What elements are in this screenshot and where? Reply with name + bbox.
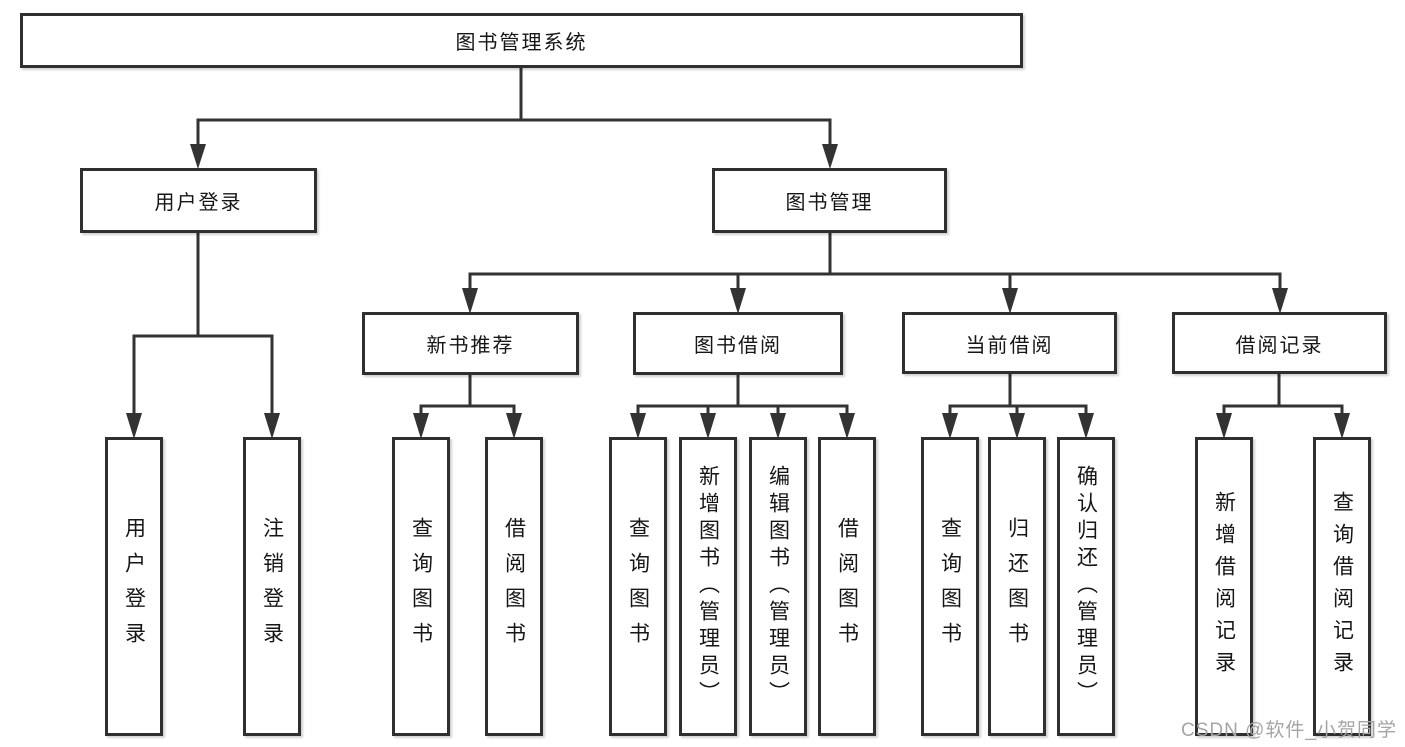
leaf-label: 新增图书（管理员） [696,465,720,708]
leaf-confirm-return-admin: 确认归还（管理员） [1057,437,1115,736]
arrowhead [1002,288,1018,314]
leaf-label: 查询图书 [409,516,433,657]
arrowhead [413,413,429,439]
leaf-query-books-3: 查询图书 [921,437,979,736]
connector-root-to-level2 [190,68,838,169]
leaf-label: 借阅图书 [835,516,859,657]
node-borrowing-records: 借阅记录 [1172,312,1387,374]
connector-new-book-rec-to-leaves [413,374,522,439]
leaf-label: 新增借阅记录 [1212,490,1236,683]
arrowhead [839,413,855,439]
leaf-return-book: 归还图书 [988,437,1046,736]
arrowhead [1334,413,1350,439]
arrowhead [190,144,206,169]
leaf-label: 编辑图书（管理员） [766,465,790,708]
arrowhead [700,413,716,439]
connector-book-mgmt-to-level3 [462,231,1288,314]
arrowhead [126,413,142,439]
leaf-borrow-books-1: 借阅图书 [485,437,543,736]
leaf-label: 查询借阅记录 [1330,490,1354,683]
leaf-label: 查询图书 [626,516,650,657]
leaf-edit-book-admin: 编辑图书（管理员） [749,437,807,736]
arrowhead [1272,288,1288,314]
leaf-add-borrow-record: 新增借阅记录 [1195,437,1253,736]
connector-current-borrow-to-leaves [942,374,1094,439]
watermark: CSDN @软件_小贺同学 [1181,720,1397,741]
connector-book-borrow-to-leaves [630,374,855,439]
arrowhead [1078,413,1094,439]
arrowhead [942,413,958,439]
node-user-login: 用户登录 [80,168,317,233]
arrowhead [730,288,746,314]
node-new-book-recommendation: 新书推荐 [362,312,579,375]
leaf-label: 借阅图书 [502,516,526,657]
connector-user-login-to-leaves [126,231,280,439]
arrowhead [770,413,786,439]
leaf-add-book-admin: 新增图书（管理员） [679,437,737,736]
arrowhead [630,413,646,439]
leaf-query-books-1: 查询图书 [392,437,450,736]
leaf-query-books-2: 查询图书 [609,437,667,736]
leaf-label: 用户登录 [122,516,146,657]
node-current-borrowing: 当前借阅 [902,312,1117,374]
arrowhead [264,413,280,439]
arrowhead [822,144,838,169]
node-root-system: 图书管理系统 [20,13,1023,68]
leaf-label: 注销登录 [260,516,284,657]
node-book-management: 图书管理 [712,168,947,233]
arrowhead [1009,413,1025,439]
node-book-borrowing: 图书借阅 [633,312,843,375]
leaf-label: 查询图书 [938,516,962,657]
leaf-user-login: 用户登录 [105,437,163,736]
leaf-label: 归还图书 [1005,516,1029,657]
arrowhead [1216,413,1232,439]
leaf-borrow-books-2: 借阅图书 [818,437,876,736]
arrowhead [506,413,522,439]
leaf-query-borrow-record: 查询借阅记录 [1313,437,1371,736]
connector-borrow-records-to-leaves [1216,374,1350,439]
leaf-label: 确认归还（管理员） [1074,465,1098,708]
arrowhead [462,288,478,314]
leaf-logout: 注销登录 [243,437,301,736]
